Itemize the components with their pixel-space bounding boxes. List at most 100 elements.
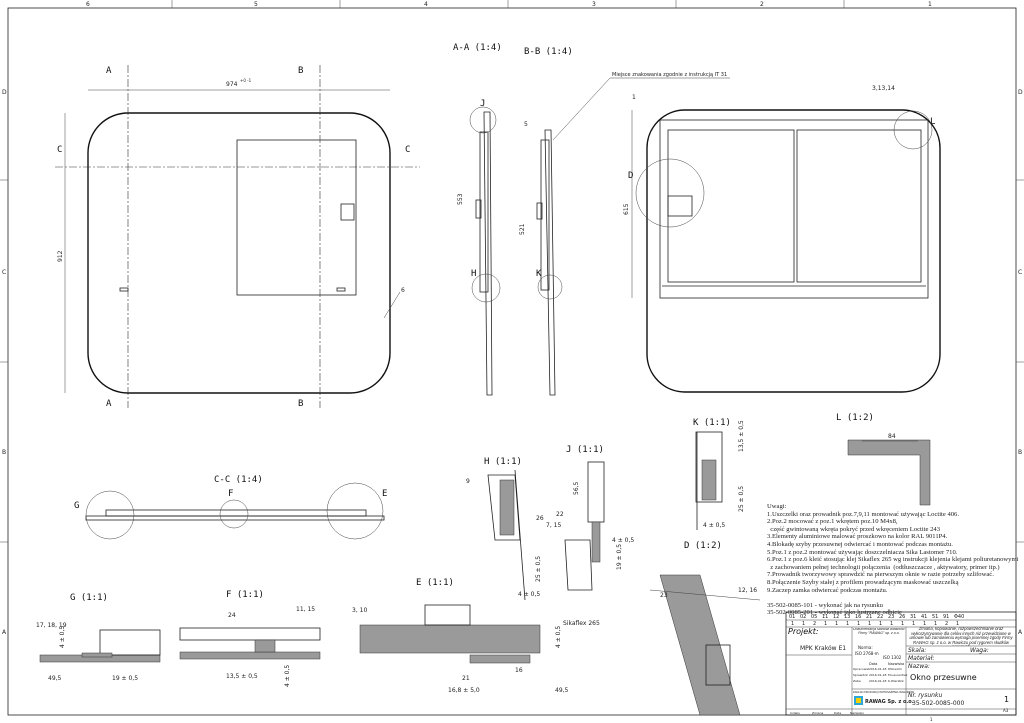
drawing-notes: Uwagi:1.Uszczelki oraz prowadnik poz.7,9… [767, 503, 1018, 617]
svg-text:23: 23 [888, 614, 894, 620]
svg-text:4 ± 0,5: 4 ± 0,5 [284, 665, 291, 687]
svg-text:24: 24 [228, 612, 236, 619]
svg-text:31: 31 [910, 614, 916, 620]
svg-text:C: C [405, 145, 410, 155]
svg-text:2: 2 [945, 621, 948, 627]
svg-text:F: F [228, 489, 233, 499]
svg-text:05: 05 [811, 614, 817, 620]
svg-text:B: B [2, 449, 6, 456]
svg-text:1: 1 [868, 621, 871, 627]
svg-text:D: D [2, 89, 7, 96]
section-bb: K 521 5 Miejsce znakowania zgodnie z ins… [519, 72, 730, 396]
section-aa: JH 553 [457, 99, 501, 396]
svg-text:4 ± 0,5: 4 ± 0,5 [59, 626, 66, 648]
svg-text:4 ± 0,5: 4 ± 0,5 [518, 591, 540, 598]
svg-text:26: 26 [536, 515, 544, 522]
svg-text:A-A (1:4): A-A (1:4) [453, 43, 502, 53]
svg-text:A: A [106, 66, 112, 76]
detail-j: 56,5 22 7, 15 4 ± 0,5 19 ± 0,5 [546, 461, 634, 591]
svg-text:11: 11 [822, 614, 828, 620]
note-line: 5.Poz.1 z poz.2 montować używając doszcz… [767, 548, 958, 556]
detail-g: 17, 18, 19 4 ± 0,5 49,5 19 ± 0,5 [36, 622, 161, 682]
note-line [767, 594, 1018, 602]
note-line: 2.Poz.2 mocować z poz.1 wkrętem poz.10 M… [767, 518, 898, 526]
ownership-note: Dokumentacja stanowi własność Firmy "RAW… [853, 628, 905, 635]
svg-text:B-B (1:4): B-B (1:4) [524, 47, 573, 57]
svg-text:Zmiana: Zmiana [812, 711, 824, 715]
svg-text:1: 1 [857, 621, 860, 627]
detail-f: 24 11, 15 13,5 ± 0,5 4 ± 0,5 [179, 606, 321, 687]
svg-text:19 ± 0,5: 19 ± 0,5 [616, 544, 623, 570]
svg-text:K (1:1): K (1:1) [693, 418, 731, 428]
svg-text:553: 553 [457, 193, 464, 205]
svg-text:49,5: 49,5 [48, 675, 62, 682]
svg-text:2016-01-18: 2016-01-18 [869, 667, 887, 671]
position-table: 01 02 05 11 12 13 16 21 22 23 26 31 41 5… [789, 614, 964, 627]
svg-text:49,5: 49,5 [555, 687, 569, 694]
svg-text:3, 10: 3, 10 [352, 607, 367, 614]
svg-text:91: 91 [943, 614, 949, 620]
svg-text:12: 12 [833, 614, 839, 620]
note-line: 7.Prowadnik tworzywowy sprawdzić na pier… [767, 571, 994, 579]
svg-text:1: 1 [912, 621, 915, 627]
svg-text:Φ40: Φ40 [954, 614, 964, 620]
note-line: 3.Elementy aluminiowe malować proszkowo … [767, 533, 948, 541]
svg-text:D: D [628, 171, 633, 181]
svg-text:912: 912 [57, 250, 64, 262]
svg-text:K.Wierzbik: K.Wierzbik [888, 679, 904, 683]
svg-text:1: 1 [802, 621, 805, 627]
copyright-note: Zmiana, kopiowanie, rozpowszechnianie or… [909, 627, 1013, 646]
side-view: 615 DL 1 3,13,14 [623, 85, 941, 393]
svg-text:J (1:1): J (1:1) [566, 445, 604, 455]
svg-text:D (1:2): D (1:2) [684, 541, 722, 551]
svg-text:1: 1 [890, 621, 893, 627]
svg-text:Nazwa:: Nazwa: [908, 663, 930, 670]
detail-e: 3, 10 Sikaflex 265 16 4 ± 0,5 21 16,8 ± … [352, 604, 600, 694]
svg-text:84: 84 [888, 433, 896, 440]
svg-text:B: B [298, 66, 303, 76]
svg-text:1: 1 [956, 621, 959, 627]
note-line: 8.Połączenie Szyby stałej z profilem pro… [767, 578, 959, 586]
detail-k: 13,5 ± 0,5 25 ± 0,5 4 ± 0,5 [695, 420, 745, 530]
svg-text:11, 15: 11, 15 [296, 606, 315, 613]
note-line: Uwagi: [767, 503, 787, 510]
svg-text:Data: Data [869, 662, 877, 666]
svg-text:4 ± 0,5: 4 ± 0,5 [555, 626, 562, 648]
svg-text:13: 13 [844, 614, 850, 620]
svg-text:41: 41 [921, 614, 927, 620]
svg-text:1: 1 [1004, 695, 1009, 704]
svg-text:19 ± 0,5: 19 ± 0,5 [112, 675, 138, 682]
note-line: 1.Uszczelki oraz prowadnik poz.7,9,11 mo… [767, 510, 960, 518]
svg-text:1: 1 [791, 621, 794, 627]
svg-text:16: 16 [515, 667, 523, 674]
svg-text:6: 6 [86, 1, 90, 8]
svg-text:Nazwisko: Nazwisko [888, 662, 904, 666]
svg-text:2: 2 [760, 1, 764, 8]
svg-text:13,5 ± 0,5: 13,5 ± 0,5 [738, 420, 745, 452]
svg-text:3: 3 [592, 1, 596, 8]
svg-text:L: L [930, 117, 935, 127]
svg-text:RAWAG Sp. z o.o.: RAWAG Sp. z o.o. [865, 699, 914, 705]
svg-text:Indeks: Indeks [790, 711, 800, 715]
svg-text:5: 5 [254, 1, 258, 8]
detail-l: 84 [847, 433, 931, 506]
svg-text:25 ± 0,5: 25 ± 0,5 [738, 486, 745, 512]
svg-text:K: K [536, 269, 542, 279]
svg-text:Miejsce znakowania zgodnie z i: Miejsce znakowania zgodnie z instrukcją … [612, 72, 727, 78]
note-line: 35-502-0085-201 - wykonać jako lustrzane… [767, 609, 902, 617]
svg-text:2016-01-18: 2016-01-18 [869, 679, 887, 683]
svg-text:23: 23 [660, 592, 668, 599]
svg-text:9: 9 [466, 478, 470, 485]
svg-text:M.Laurentiak: M.Laurentiak [888, 673, 908, 677]
svg-text:Sprawdził: Sprawdził [853, 673, 868, 677]
svg-text:02: 02 [800, 614, 806, 620]
svg-text:Skala:: Skala: [908, 647, 926, 654]
svg-text:21: 21 [866, 614, 872, 620]
svg-text:1: 1 [879, 621, 882, 627]
svg-text:E: E [382, 489, 387, 499]
svg-text:Okno przesuwne: Okno przesuwne [910, 673, 977, 682]
